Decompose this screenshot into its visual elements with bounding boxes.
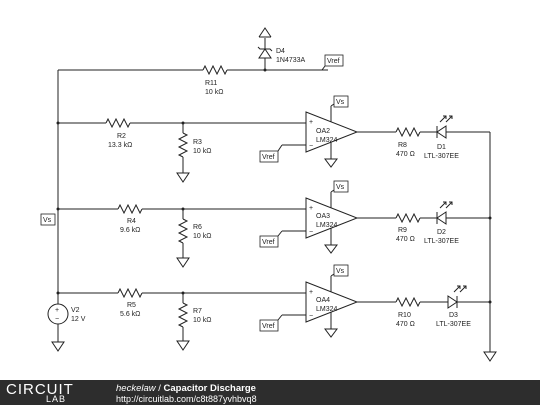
r2-value: 13.3 kΩ (108, 142, 132, 149)
oa2-part: LM324 (316, 137, 338, 144)
row-oa3: R4 9.6 kΩ R6 10 kΩ + − OA3 LM324 Vs Vref… (56, 180, 490, 268)
svg-text:Vs: Vs (336, 99, 345, 106)
svg-text:Vref: Vref (262, 323, 275, 330)
svg-text:Vs: Vs (43, 217, 52, 224)
oa4-part: LM324 (316, 306, 338, 313)
author-link[interactable]: heckelaw (116, 383, 156, 394)
r6-ref: R6 (193, 224, 202, 231)
d3-ref: D3 (449, 312, 458, 319)
r8-value: 470 Ω (396, 151, 415, 158)
r5-ref: R5 (127, 302, 136, 309)
svg-text:Vref: Vref (262, 239, 275, 246)
net-tag-vs-left: Vs (40, 213, 56, 226)
footer-title: heckelaw / Capacitor Discharge (116, 383, 256, 394)
schematic: D4 1N4733A R11 10 kΩ Vref Vs + − V2 12 V (40, 27, 497, 362)
circuit-title: Capacitor Discharge (163, 383, 256, 394)
net-tag-vref-top: Vref (321, 54, 344, 71)
circuitlab-logo[interactable]: CIRCUIT (6, 381, 74, 398)
oa4-ref: OA4 (316, 297, 330, 304)
voltage-source-v2: + − V2 12 V (47, 300, 86, 352)
v2-value: 12 V (71, 316, 86, 323)
r11-value: 10 kΩ (205, 89, 223, 96)
svg-text:Vref: Vref (327, 58, 340, 65)
svg-text:−: − (309, 229, 313, 236)
schematic-canvas: D4 1N4733A R11 10 kΩ Vref Vs + − V2 12 V (40, 27, 497, 362)
r10-value: 470 Ω (396, 321, 415, 328)
svg-text:Vs: Vs (336, 268, 345, 275)
svg-text:+: + (309, 119, 313, 126)
d4-ref: D4 (276, 48, 285, 55)
r4-ref: R4 (127, 218, 136, 225)
resistor-r11: R11 10 kΩ (58, 64, 328, 96)
oa3-part: LM324 (316, 222, 338, 229)
svg-text:+: + (309, 289, 313, 296)
right-bus (483, 132, 497, 362)
d2-ref: D2 (437, 229, 446, 236)
r5-value: 5.6 kΩ (120, 311, 140, 318)
r3-value: 10 kΩ (193, 148, 211, 155)
row-oa4: R5 5.6 kΩ R7 10 kΩ + − OA4 LM324 Vs Vref… (56, 264, 490, 351)
r9-value: 470 Ω (396, 236, 415, 243)
footer-bar: CIRCUIT LAB heckelaw / Capacitor Dischar… (0, 380, 540, 405)
r7-ref: R7 (193, 308, 202, 315)
d3-part: LTL-307EE (436, 321, 471, 328)
r2-ref: R2 (117, 133, 126, 140)
svg-text:Vref: Vref (262, 154, 275, 161)
svg-text:−: − (309, 313, 313, 320)
oa2-ref: OA2 (316, 128, 330, 135)
svg-text:−: − (309, 143, 313, 150)
svg-text:+: + (309, 205, 313, 212)
title-separator: / (155, 383, 164, 394)
r6-value: 10 kΩ (193, 233, 211, 240)
d2-part: LTL-307EE (424, 238, 459, 245)
r10-ref: R10 (398, 312, 411, 319)
zener-d4: D4 1N4733A (257, 27, 306, 69)
d4-part: 1N4733A (276, 57, 306, 64)
r3-ref: R3 (193, 139, 202, 146)
svg-text:−: − (55, 316, 59, 323)
circuit-url[interactable]: http://circuitlab.com/c8t887yvhbvq8 (116, 394, 257, 404)
r8-ref: R8 (398, 142, 407, 149)
r11-ref: R11 (205, 80, 217, 87)
row-oa2: R2 13.3 kΩ R3 10 kΩ + − OA2 LM324 Vs Vre… (56, 95, 490, 183)
r7-value: 10 kΩ (193, 317, 211, 324)
r4-value: 9.6 kΩ (120, 227, 140, 234)
oa3-ref: OA3 (316, 213, 330, 220)
d1-part: LTL-307EE (424, 153, 459, 160)
v2-ref: V2 (71, 307, 80, 314)
d1-ref: D1 (437, 144, 446, 151)
junction-dot (263, 68, 267, 72)
svg-text:+: + (55, 307, 59, 314)
circuitlab-logo-sub: LAB (46, 394, 67, 404)
svg-text:Vs: Vs (336, 184, 345, 191)
r9-ref: R9 (398, 227, 407, 234)
